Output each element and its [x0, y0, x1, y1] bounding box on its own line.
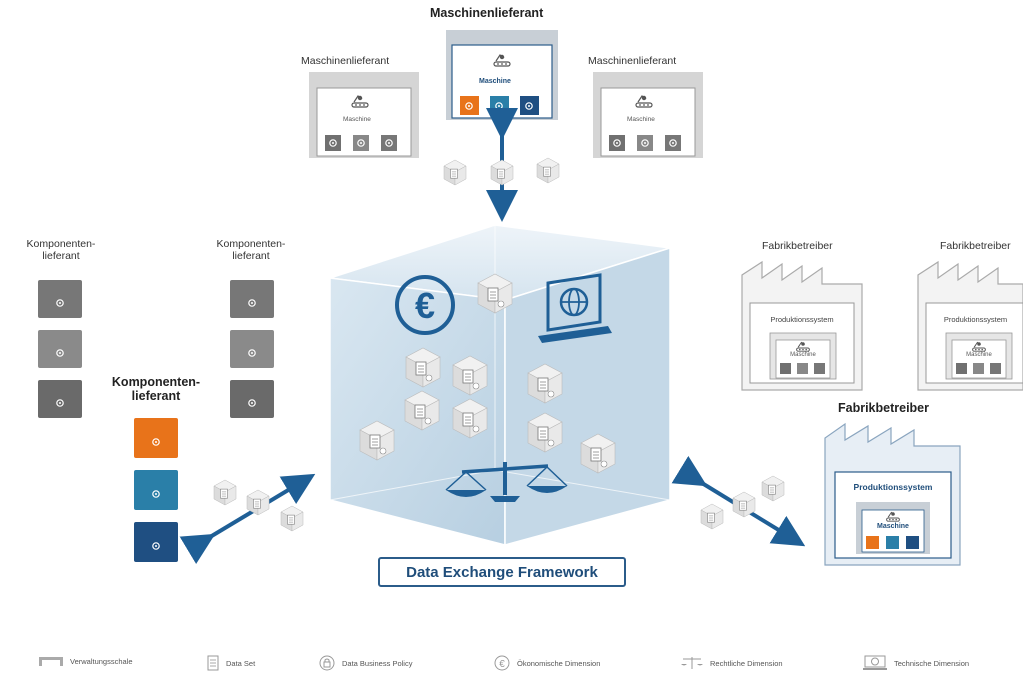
- machine-supplier-center: [446, 30, 558, 120]
- legend-item-data-set: Data Set: [206, 655, 255, 671]
- factory-right-title: Fabrikbetreiber: [940, 240, 1011, 252]
- machine-supplier-right: [593, 72, 703, 158]
- machine-right-label: Maschine: [627, 116, 655, 123]
- component-supplier-active-title-line1: Komponenten-: [111, 375, 201, 389]
- machine-supplier-left-title: Maschinenlieferant: [301, 55, 390, 67]
- euro-icon: €: [494, 655, 510, 671]
- legend-label: Rechtliche Dimension: [710, 658, 783, 668]
- machine-left-label: Maschine: [343, 116, 371, 123]
- component-supplier-middle-title-line1: Komponenten-: [216, 238, 286, 250]
- factory-active-system-label: Produktionssystem: [853, 482, 933, 492]
- monitor-globe-icon: [863, 655, 887, 670]
- legend-label: Technische Dimension: [894, 658, 970, 668]
- factory-left-system-label: Produktionssystem: [770, 315, 834, 324]
- component-supplier-middle-title: Komponenten- lieferant: [205, 238, 297, 262]
- component-stack-middle: [230, 280, 274, 418]
- component-supplier-middle-title-line2: lieferant: [232, 250, 270, 262]
- lock-icon: [319, 655, 335, 671]
- factory-right-system-label: Produktionssystem: [943, 315, 1008, 324]
- legend-item-economic: € Ökonomische Dimension: [493, 655, 600, 671]
- component-supplier-active-title: Komponenten- lieferant: [100, 375, 212, 403]
- factory-left-machine-label: Maschine: [790, 352, 816, 358]
- factory-active-machine-label: Maschine: [877, 523, 909, 530]
- framework-title: Data Exchange Framework: [378, 557, 626, 587]
- machine-supplier-left: [309, 72, 419, 158]
- component-supplier-active-title-line2: lieferant: [131, 389, 181, 403]
- svg-text:€: €: [415, 285, 435, 326]
- legend-item-technical: Technische Dimension: [862, 655, 969, 671]
- euro-icon: €: [395, 275, 455, 335]
- scales-icon: [445, 462, 568, 502]
- svg-text:€: €: [499, 659, 505, 670]
- component-stack-active: [134, 418, 178, 562]
- legend-label: Data Business Policy: [342, 658, 413, 668]
- legend-item-admin-shell: Verwaltungsschale: [38, 655, 133, 667]
- admin-shell-icon: [39, 657, 63, 666]
- legend-item-policy: Data Business Policy: [318, 655, 412, 671]
- component-stack-far-left: [38, 280, 82, 418]
- legend-item-legal: Rechtliche Dimension: [680, 655, 783, 671]
- machine-center-label: Maschine: [479, 78, 511, 85]
- machine-supplier-center-title: Maschinenlieferant: [430, 6, 544, 20]
- monitor-globe-icon: [538, 273, 612, 343]
- component-supplier-far-left-title-line2: lieferant: [42, 250, 80, 262]
- legend-label: Ökonomische Dimension: [517, 658, 601, 668]
- factory-active-title: Fabrikbetreiber: [838, 401, 930, 415]
- factory-active: [824, 422, 961, 566]
- scales-icon: [681, 657, 703, 669]
- data-set-icon: [207, 655, 219, 671]
- legend-label: Data Set: [226, 658, 256, 668]
- machine-supplier-right-title: Maschinenlieferant: [588, 55, 677, 67]
- factory-right: [917, 260, 1023, 391]
- factory-left-title: Fabrikbetreiber: [762, 240, 833, 252]
- factory-right-machine-label: Maschine: [966, 352, 992, 358]
- legend-label: Verwaltungsschale: [70, 656, 133, 666]
- factory-left: [741, 260, 863, 391]
- component-supplier-far-left-title-line1: Komponenten-: [26, 238, 96, 250]
- component-supplier-far-left-title: Komponenten- lieferant: [15, 238, 107, 262]
